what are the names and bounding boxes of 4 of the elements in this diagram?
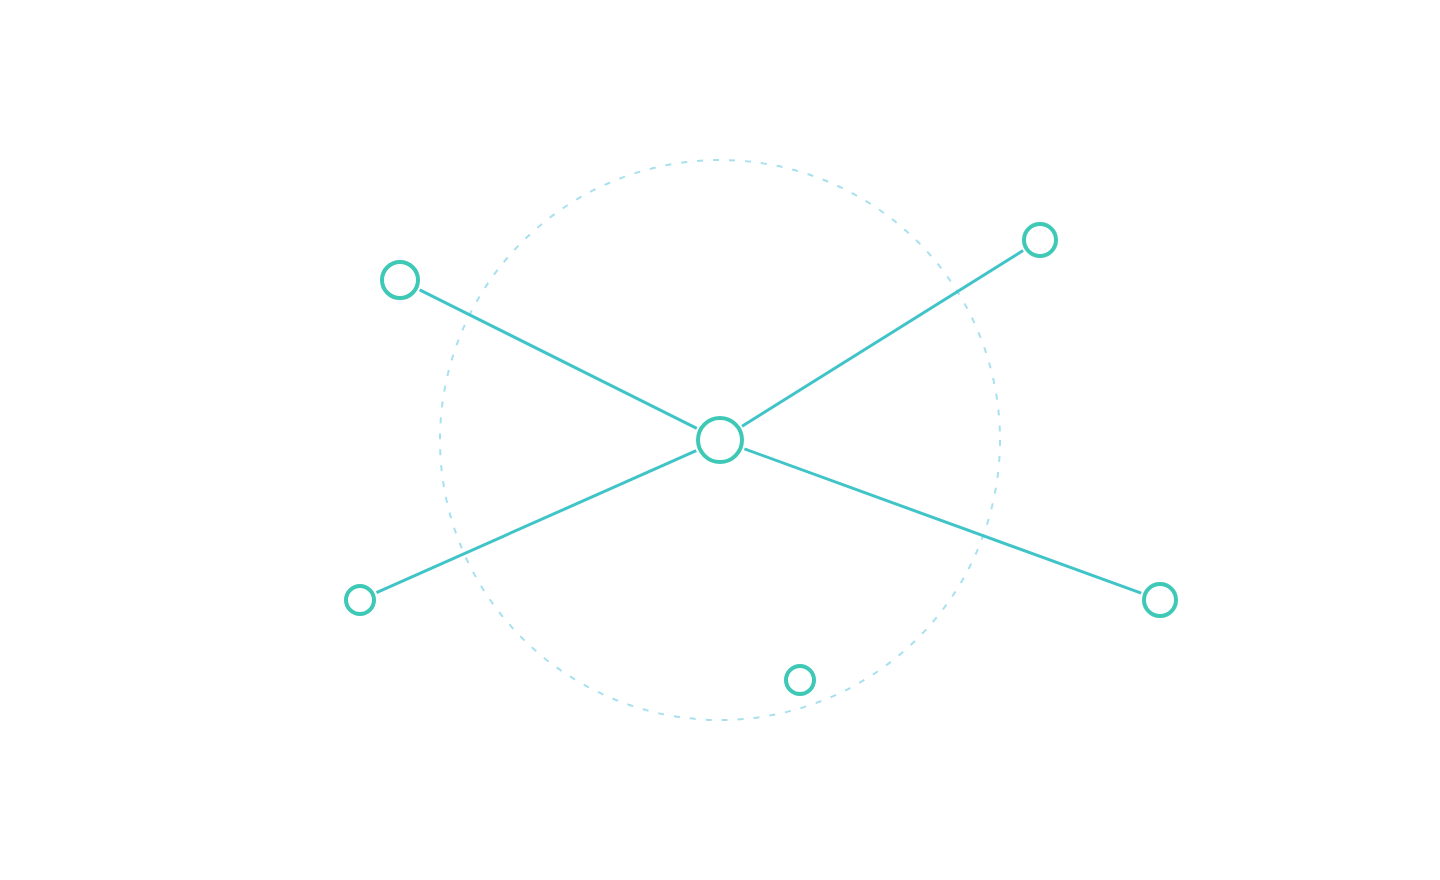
connector-line bbox=[741, 249, 1024, 428]
connector-line bbox=[419, 288, 698, 430]
connector-line bbox=[375, 449, 697, 595]
connector-line bbox=[743, 447, 1142, 595]
